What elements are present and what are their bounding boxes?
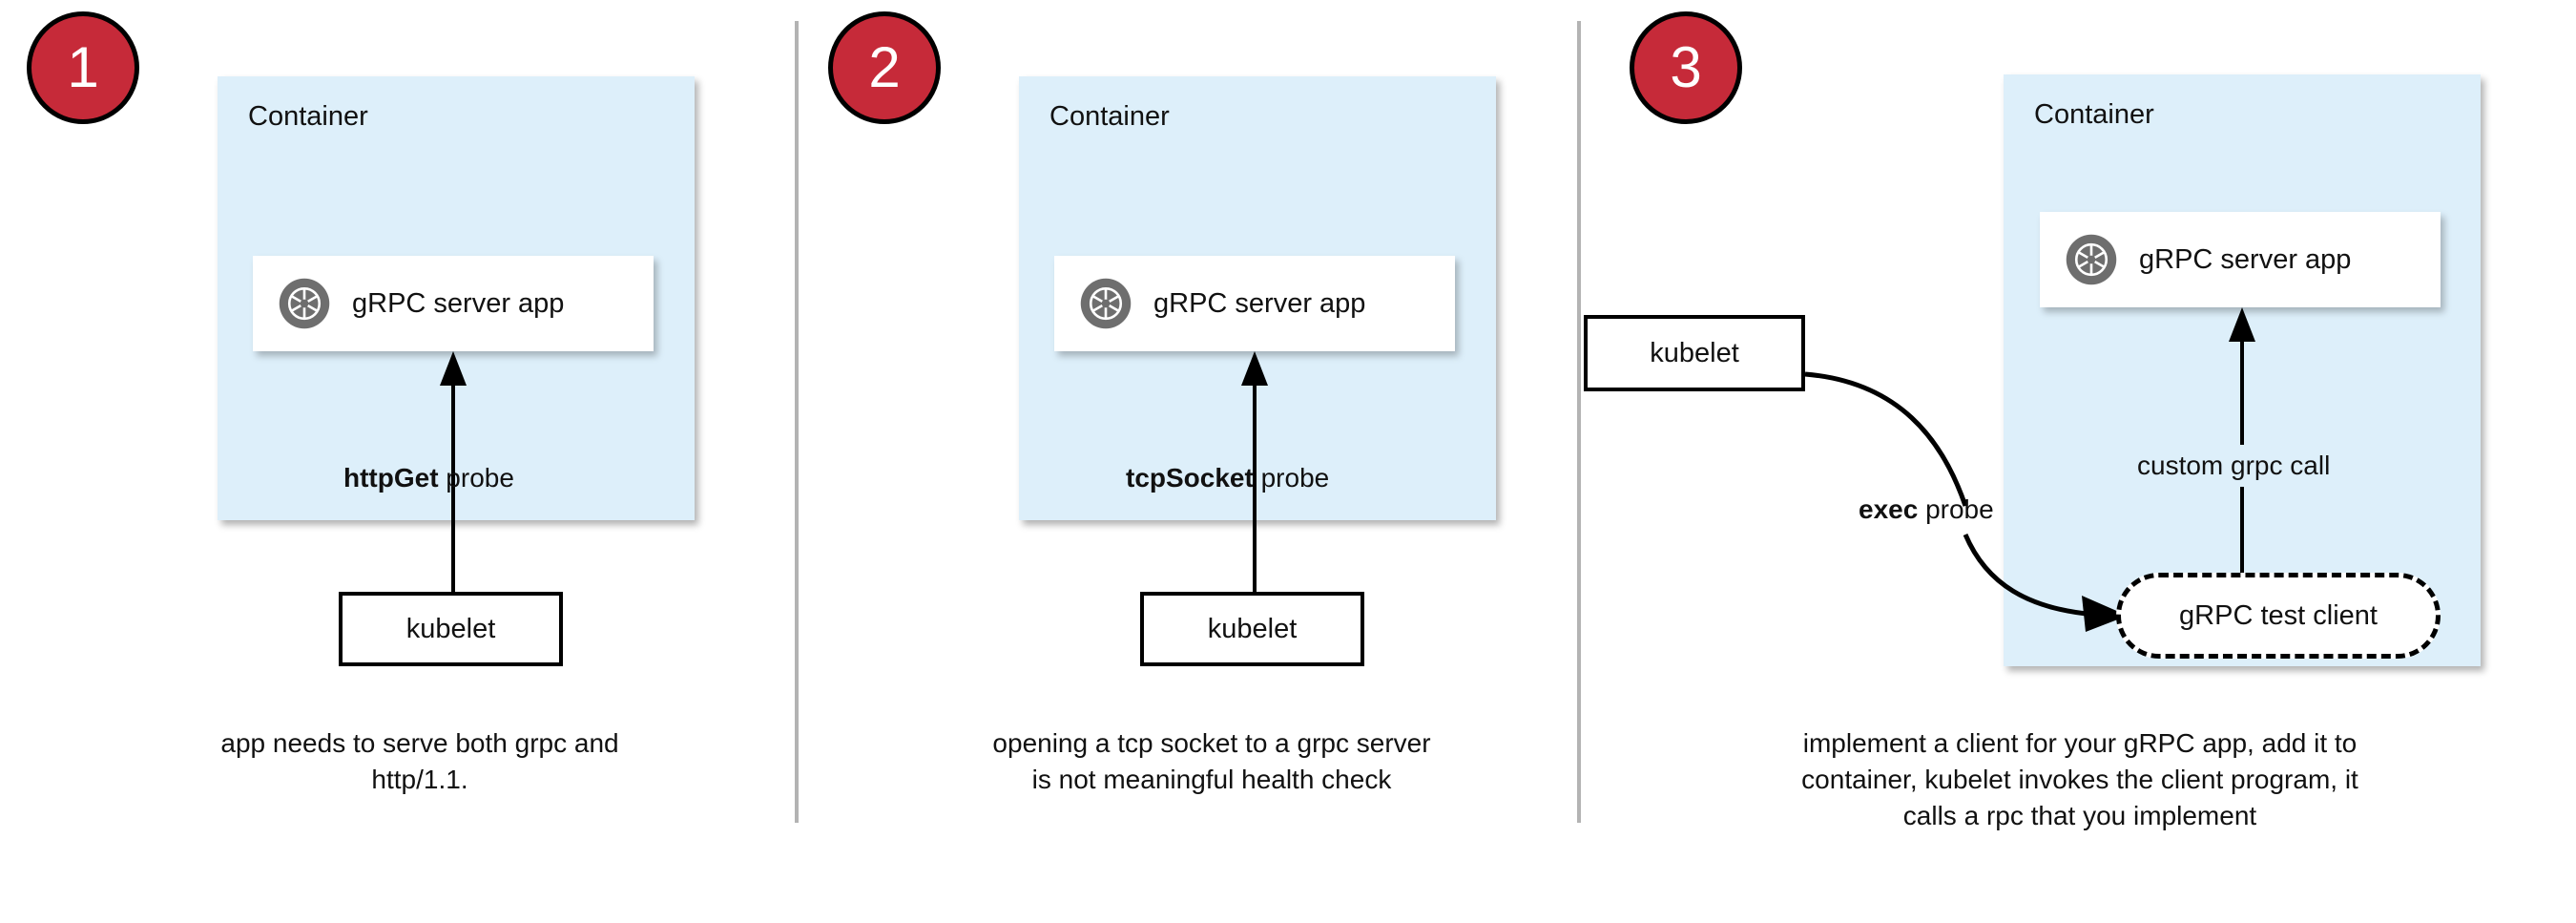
panel-step-3: 3 Container [1584, 0, 2576, 923]
custom-grpc-call-label: custom grpc call [2137, 451, 2331, 480]
panel-step-1: 1 Container [0, 0, 801, 923]
step-badge-1: 1 [27, 11, 139, 124]
grpc-server-app-label-2: gRPC server app [1153, 287, 1366, 319]
caption-2: opening a tcp socket to a grpc server is… [992, 728, 1431, 794]
grpc-shutter-icon [278, 277, 331, 330]
exec-probe-label: exec probe [1859, 494, 1994, 525]
grpc-shutter-icon [1079, 277, 1132, 330]
grpc-server-app-label-3: gRPC server app [2139, 243, 2352, 275]
grpc-server-app-card-3: gRPC server app [2040, 212, 2441, 307]
kubelet-box-1: kubelet [339, 592, 563, 666]
probe-kind-1: httpGet [343, 463, 439, 493]
probe-suffix-3: probe [1918, 494, 1994, 524]
container-label-3: Container [2034, 99, 2154, 130]
step-badge-3: 3 [1630, 11, 1742, 124]
kubelet-box-2: kubelet [1140, 592, 1364, 666]
grpc-test-client-box: gRPC test client [2116, 573, 2441, 659]
grpc-server-app-card-2: gRPC server app [1054, 256, 1455, 351]
grpc-shutter-icon [2065, 233, 2118, 286]
tcpsocket-probe-label: tcpSocket probe [1126, 463, 1329, 493]
kubelet-box-3: kubelet [1584, 315, 1805, 391]
panel-divider-2 [1577, 21, 1581, 823]
probe-suffix-1: probe [438, 463, 514, 493]
grpc-server-app-card-1: gRPC server app [253, 256, 654, 351]
step-badge-2: 2 [828, 11, 941, 124]
caption-1: app needs to serve both grpc and http/1.… [220, 728, 619, 794]
probe-suffix-2: probe [1253, 463, 1330, 493]
panel-step-2: 2 Container [801, 0, 1584, 923]
probe-kind-2: tcpSocket [1126, 463, 1254, 493]
caption-3: implement a client for your gRPC app, ad… [1801, 728, 2358, 830]
panel-divider-1 [795, 21, 799, 823]
container-label-1: Container [248, 101, 368, 132]
container-label-2: Container [1049, 101, 1170, 132]
httpget-probe-label: httpGet probe [343, 463, 514, 493]
grpc-server-app-label-1: gRPC server app [352, 287, 565, 319]
probe-kind-3: exec [1859, 494, 1919, 524]
